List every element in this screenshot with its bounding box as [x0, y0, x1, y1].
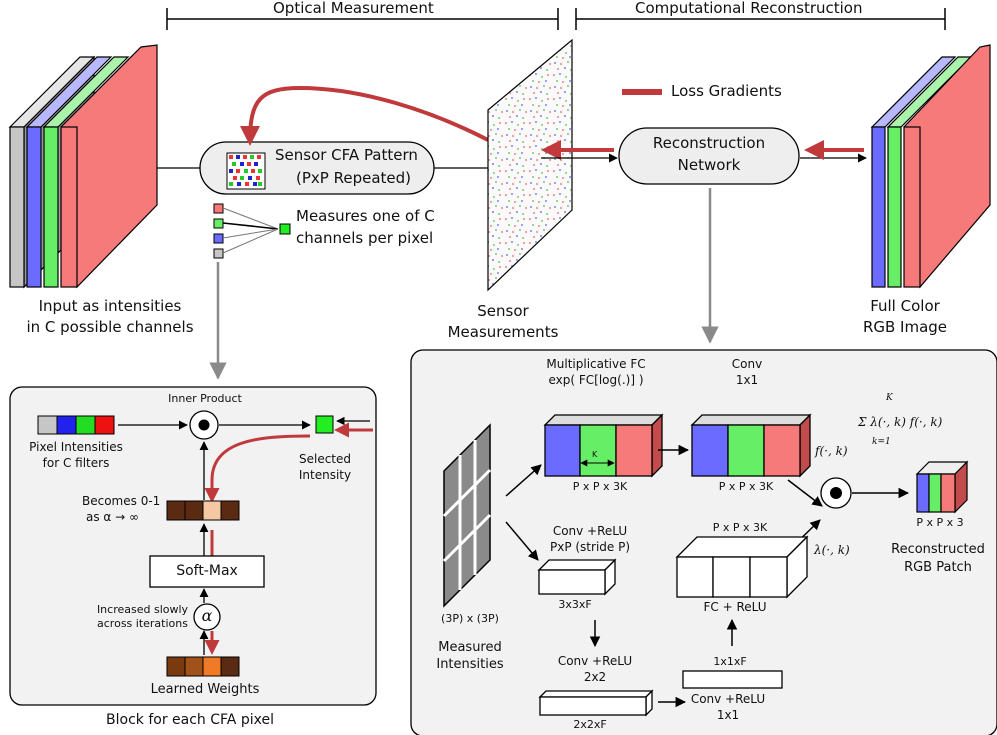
becomes-label: Becomes 0-1 — [82, 494, 161, 508]
recon-patch-line2: RGB Patch — [904, 560, 972, 575]
loss-gradient-curve-top — [240, 85, 489, 146]
multfc-block — [543, 413, 664, 478]
conv-pxp-size: 3x3xF — [558, 598, 592, 611]
input-label-line2: in C possible channels — [26, 318, 194, 336]
measures-line2: channels per pixel — [296, 229, 434, 247]
conv-line1: Conv — [731, 357, 763, 371]
sum-top-label: K — [886, 393, 893, 403]
conv-2x2-block — [538, 689, 654, 717]
increased-line2: across iterations — [97, 617, 188, 630]
lambda-label: λ(·, k) — [814, 543, 850, 557]
patch-size-label: P x P x 3 — [916, 516, 964, 529]
grid-size-label: (3P) x (3P) — [441, 612, 499, 625]
pixel-intensities-bar — [37, 415, 115, 435]
loss-legend-label: Loss Gradients — [671, 82, 782, 100]
measured-line2: Intensities — [436, 657, 504, 672]
learned-weights-label: Learned Weights — [150, 682, 260, 697]
conv1x1-block — [690, 413, 812, 478]
selected-line2: Intensity — [298, 468, 352, 482]
convrelu-line2: PxP (stride P) — [549, 540, 631, 554]
header-computational: Computational Reconstruction — [635, 0, 863, 17]
selected-line1: Selected — [298, 452, 352, 466]
sum-formula: Σ λ(·, k) f(·, k) — [858, 415, 943, 429]
k-label: K — [592, 450, 598, 459]
conv-line2: 1x1 — [735, 373, 759, 387]
increased-line1: Increased slowly — [96, 603, 189, 616]
inner-product-label: Inner Product — [168, 392, 242, 405]
conv3-line1: Conv +ReLU — [690, 692, 766, 706]
full-color-line1: Full Color — [870, 297, 940, 315]
full-color-rgb-stack — [870, 44, 991, 289]
sensor-label-line2: Measurements — [447, 323, 559, 341]
conv-1x1-size: 1x1xF — [713, 655, 747, 668]
block-caption: Block for each CFA pixel — [106, 712, 274, 728]
grid-to-conv-arrow — [505, 521, 539, 561]
inner-product-node — [189, 410, 219, 440]
recon-label-line1: Reconstruction — [652, 134, 766, 152]
measured-line1: Measured — [438, 640, 502, 655]
header-bracket-computational — [575, 8, 946, 30]
fc-relu-label: FC + ReLU — [703, 600, 767, 614]
reconstruction-network-pill[interactable] — [618, 127, 800, 185]
combine-product-node — [820, 477, 852, 509]
channel-selector-icon — [213, 203, 291, 259]
f-label: f(·, k) — [815, 444, 848, 458]
multfc-size: P x P x 3K — [572, 480, 628, 493]
alpha-node — [193, 603, 221, 631]
cfa-block-panel — [9, 386, 377, 706]
conv-size: P x P x 3K — [718, 480, 774, 493]
conv2-line2: 2x2 — [583, 670, 607, 684]
pixel-intensities-line2: for C filters — [42, 456, 110, 470]
alpha-limit-label: as α → ∞ — [86, 510, 140, 524]
selected-intensity-square — [315, 415, 334, 434]
cfa-subtitle: (PxP Repeated) — [296, 169, 411, 187]
conv-pxp-block — [537, 558, 617, 596]
full-color-line2: RGB Image — [862, 318, 948, 336]
softmax-output-bar — [166, 500, 240, 521]
softmax-label[interactable]: Soft-Max — [176, 563, 238, 579]
fc-relu-block — [675, 535, 809, 599]
measured-intensities-grid — [442, 423, 492, 608]
alpha-symbol: α — [201, 606, 213, 625]
input-channel-stack — [8, 44, 158, 289]
fc-size-label: P x P x 3K — [712, 521, 768, 534]
conv3-line2: 1x1 — [716, 708, 740, 722]
header-bracket-optical — [166, 8, 559, 30]
measures-line1: Measures one of C — [296, 207, 435, 225]
sensor-measurements-plane — [487, 38, 573, 292]
header-optical: Optical Measurement — [273, 0, 434, 17]
conv-1x1-block — [682, 670, 783, 689]
conv-to-product-arrow — [787, 479, 823, 507]
softmax-box[interactable] — [149, 555, 265, 588]
sum-bottom-label: k=1 — [872, 437, 891, 447]
grid-to-multfc-arrow — [505, 464, 542, 497]
convrelu-line1: Conv +ReLU — [552, 524, 628, 538]
reconstructed-rgb-patch — [915, 460, 969, 514]
input-label-line1: Input as intensities — [38, 297, 182, 315]
sensor-label-line1: Sensor — [477, 302, 529, 320]
multfc-line2: exp( FC[log(.)] ) — [548, 373, 644, 387]
cfa-pattern-icon — [226, 152, 266, 190]
recon-patch-line1: Reconstructed — [891, 542, 985, 557]
multfc-line1: Multiplicative FC — [546, 357, 646, 371]
conv2-line1: Conv +ReLU — [557, 654, 633, 668]
cfa-title: Sensor CFA Pattern — [275, 146, 418, 164]
conv-2x2-size: 2x2xF — [573, 718, 607, 731]
learned-weights-bar — [166, 656, 240, 677]
recon-label-line2: Network — [677, 156, 741, 174]
pixel-intensities-line1: Pixel Intensities — [29, 440, 123, 454]
loss-gradient-curve-block — [204, 434, 311, 503]
